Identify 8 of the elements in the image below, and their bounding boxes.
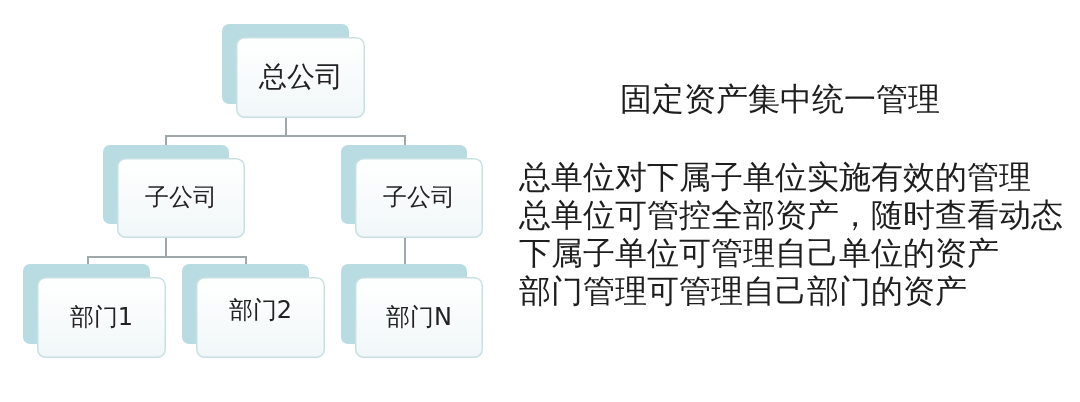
statement-text: 总单位可管控全部资产，随时查看动态 <box>519 196 1063 234</box>
connector-line <box>404 237 406 265</box>
connector-line <box>165 237 247 265</box>
statement-text: 总单位对下属子单位实施有效的管理 <box>519 158 1031 196</box>
connector-line <box>285 117 406 146</box>
statement-text: 下属子单位可管理自己单位的资产 <box>519 234 999 272</box>
title: 固定资产集中统一管理 <box>620 80 940 118</box>
statement-text: 部门管理可管理自己部门的资产 <box>519 272 967 310</box>
